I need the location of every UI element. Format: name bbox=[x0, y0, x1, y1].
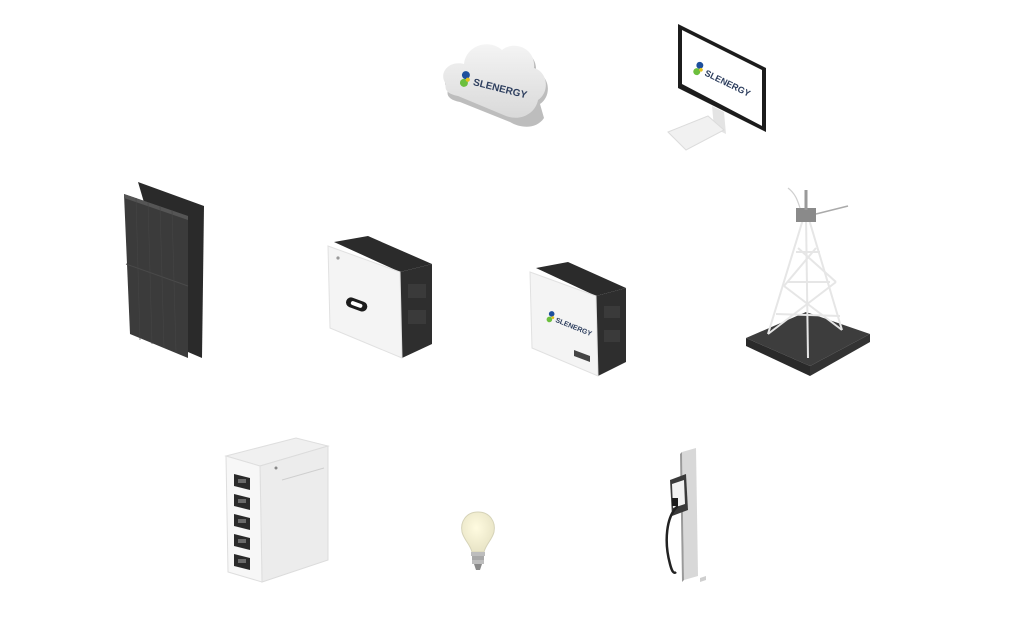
solar-panel-icon bbox=[124, 182, 204, 358]
inverter-icon bbox=[327, 236, 432, 359]
monitor-icon: SLENERGY bbox=[667, 24, 766, 151]
light-bulb-icon bbox=[461, 511, 495, 570]
ev-charger bbox=[660, 446, 714, 586]
cloud: SLENERGY bbox=[440, 40, 552, 132]
monitor: SLENERGY bbox=[664, 22, 772, 162]
solar-panel bbox=[122, 180, 208, 360]
grid-tower bbox=[744, 186, 872, 380]
inverter-icon: SLENERGY bbox=[529, 262, 626, 377]
battery-stack-icon bbox=[224, 437, 330, 583]
inverter-right: SLENERGY bbox=[529, 262, 628, 380]
inverter-left bbox=[327, 236, 434, 362]
light-bulb bbox=[456, 510, 500, 576]
cloud-icon: SLENERGY bbox=[443, 44, 548, 127]
transmission-tower-icon bbox=[746, 187, 870, 376]
ev-charger-icon bbox=[665, 448, 706, 582]
battery-stack bbox=[224, 436, 332, 586]
